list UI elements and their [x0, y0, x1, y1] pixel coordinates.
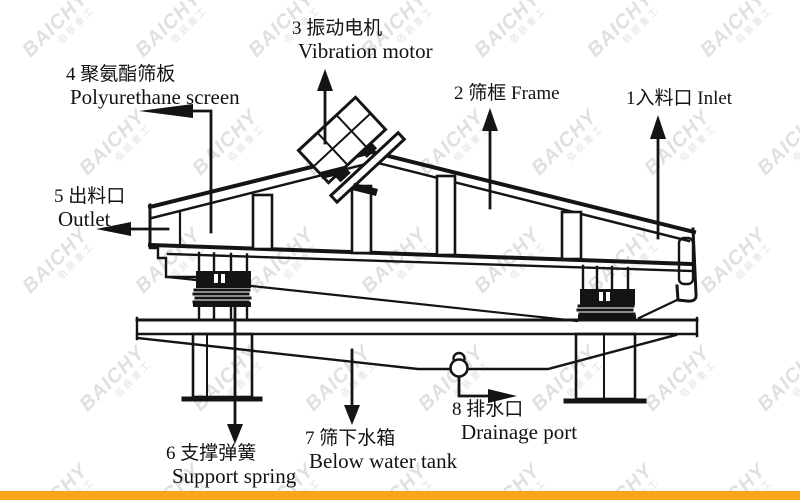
drain-valve [449, 351, 469, 378]
motor-mount-pad [320, 166, 346, 179]
footer-accent-bar [0, 491, 800, 500]
frame-ribs [251, 174, 583, 261]
arrow-right-icon [488, 389, 517, 403]
arrow-up-icon [317, 69, 333, 91]
label-below-water-tank: 7 筛下水箱 Below water tank [305, 428, 457, 472]
support-leg-left [181, 332, 263, 402]
arrow-down-icon [227, 424, 243, 444]
label-drainage-port-zh: 8 排水口 [452, 399, 524, 420]
support-spring-left [192, 251, 252, 322]
label-support-spring: 6 支撑弹簧 Support spring [166, 443, 296, 487]
label-polyurethane-screen: 4 聚氨酯筛板 Polyurethane screen [66, 64, 240, 108]
label-frame-text: 2 筛框 Frame [454, 83, 560, 104]
label-frame: 2 筛框 Frame [454, 83, 560, 105]
callout-vibration-motor [317, 69, 333, 145]
label-inlet: 1入料口 Inlet [626, 88, 732, 110]
arrow-left-icon [139, 104, 193, 118]
vibration-motor [296, 95, 407, 205]
label-vibration-motor-en: Vibration motor [298, 39, 433, 63]
callout-drainage-port [457, 375, 517, 403]
support-leg-right [563, 332, 647, 404]
water-tank [135, 316, 699, 371]
arrow-left-icon [96, 222, 131, 236]
motor-base-plate [328, 130, 407, 205]
arrow-down-icon [344, 405, 360, 425]
callout-below-water-tank [344, 348, 360, 425]
label-vibration-motor-zh: 3 振动电机 [292, 18, 383, 39]
arrow-up-icon [650, 115, 666, 139]
callout-polyurethane-screen [139, 104, 213, 234]
label-below-water-tank-zh: 7 筛下水箱 [305, 428, 396, 449]
label-drainage-port: 8 排水口 Drainage port [452, 399, 577, 443]
motor-clamp [361, 142, 378, 158]
label-below-water-tank-en: Below water tank [309, 449, 458, 473]
label-drainage-port-en: Drainage port [461, 420, 578, 444]
label-vibration-motor: 3 振动电机 Vibration motor [292, 18, 433, 62]
callout-support-spring [227, 302, 243, 444]
label-outlet: 5 出料口 Outlet [54, 186, 125, 230]
label-inlet-text: 1入料口 Inlet [626, 88, 733, 109]
label-outlet-en: Outlet [58, 207, 111, 231]
label-polyurethane-screen-zh: 4 聚氨酯筛板 [66, 64, 176, 85]
arrow-up-icon [482, 108, 498, 131]
callout-inlet [650, 115, 666, 240]
frame-body [147, 203, 698, 323]
motor-clamp [335, 167, 351, 183]
label-outlet-zh: 5 出料口 [54, 186, 126, 207]
support-spring-right [576, 264, 636, 320]
callout-outlet [96, 222, 170, 236]
motor-mount-pad [352, 183, 378, 196]
label-polyurethane-screen-en: Polyurethane screen [70, 85, 240, 109]
callouts [96, 69, 666, 444]
label-support-spring-zh: 6 支撑弹簧 [166, 443, 257, 464]
callout-frame [482, 108, 498, 210]
screen-deck [147, 149, 697, 243]
label-support-spring-en: Support spring [172, 464, 297, 488]
